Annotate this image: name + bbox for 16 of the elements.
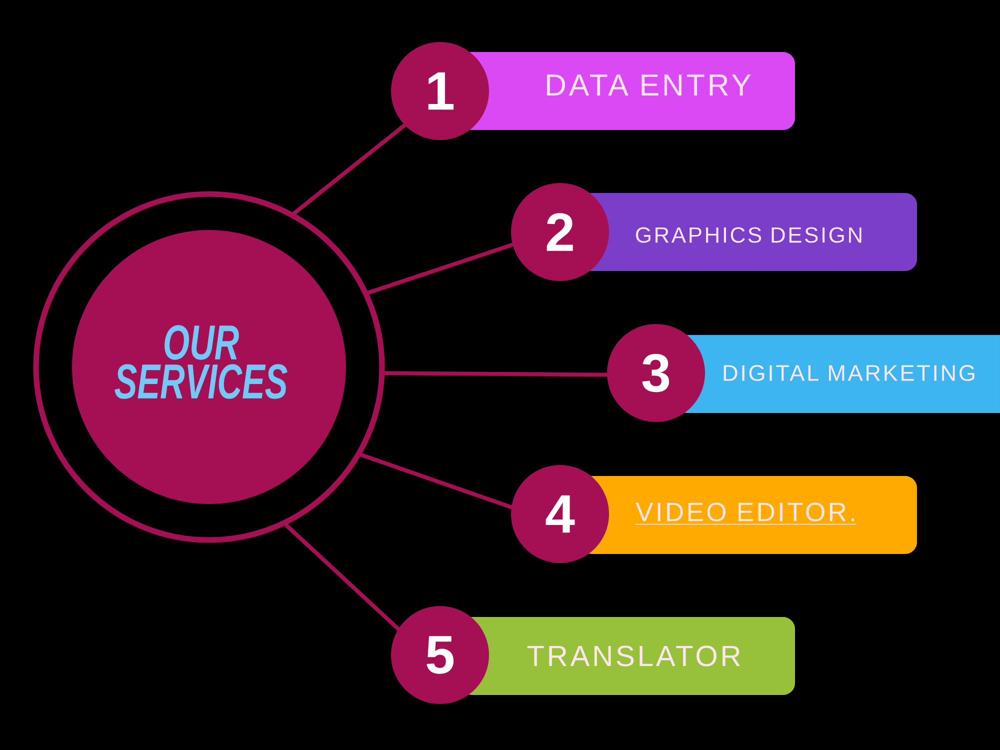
connector-line <box>359 452 514 510</box>
connector-line <box>366 242 514 295</box>
connector-line <box>292 123 406 216</box>
service-bar: VIDEO EDITOR. <box>580 476 918 554</box>
center-title: OUR SERVICES <box>114 325 288 399</box>
number-badge: 2 <box>511 183 609 281</box>
number-badge: 5 <box>391 606 489 704</box>
service-bar: DIGITAL MARKETING <box>676 335 1000 413</box>
connector-line <box>284 523 400 631</box>
service-bar: DATA ENTRY <box>460 52 795 130</box>
connector-line <box>382 371 609 377</box>
number-badge: 4 <box>511 465 609 563</box>
number-badge: 3 <box>607 324 705 422</box>
number-badge: 1 <box>391 42 489 140</box>
service-bar: GRAPHICS DESIGN <box>580 193 918 271</box>
service-bar: TRANSLATOR <box>460 617 795 695</box>
